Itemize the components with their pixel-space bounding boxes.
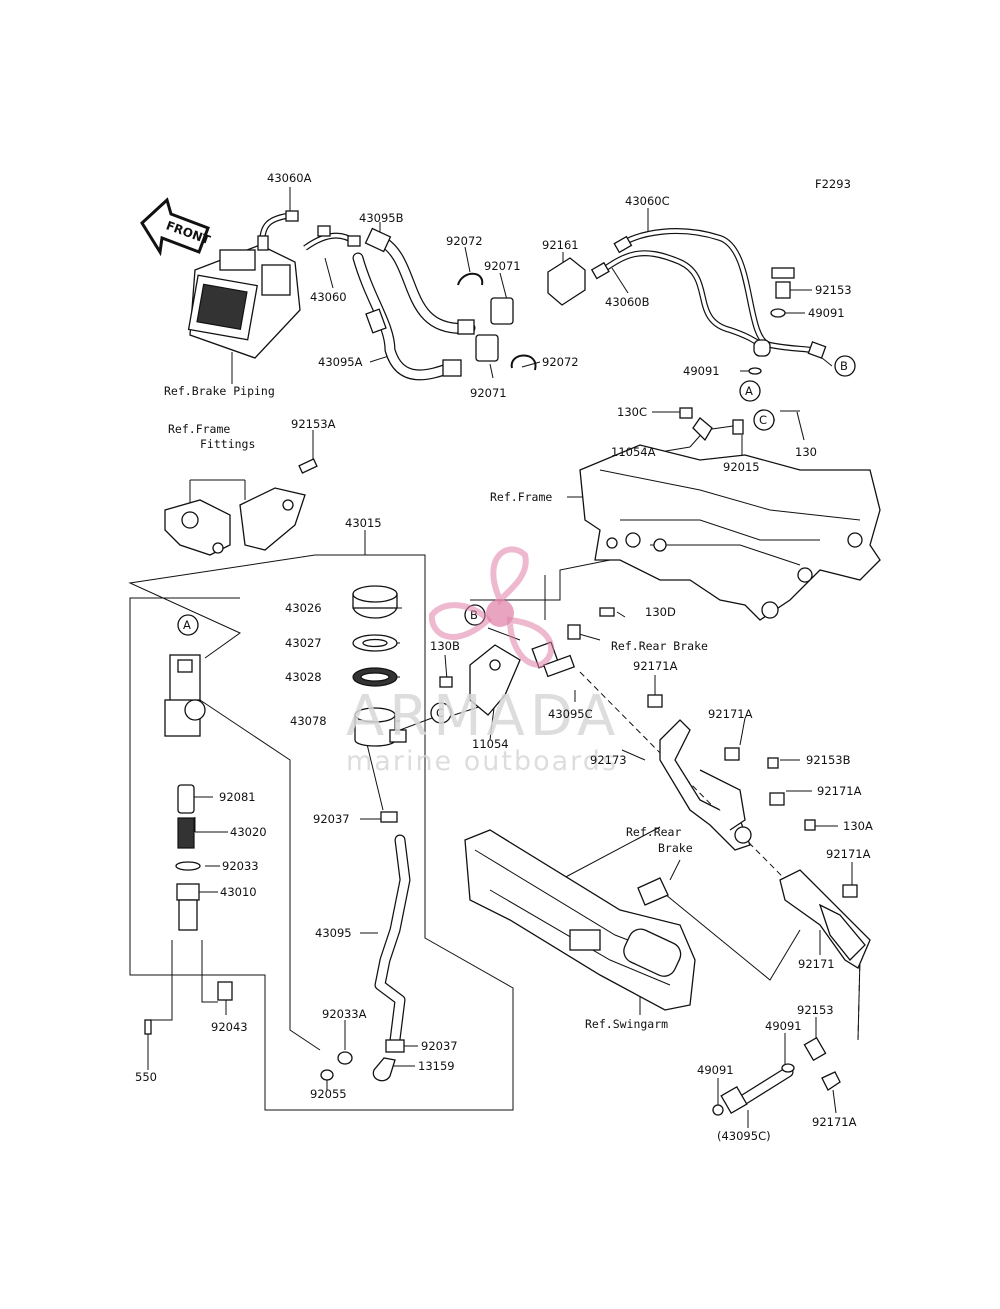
part-43027: 43027: [285, 636, 322, 650]
ref-brake-piping: Ref.Brake Piping: [164, 384, 275, 398]
part-49091-d: 49091: [697, 1063, 734, 1077]
ref-frame-fittings-2: Fittings: [200, 437, 255, 451]
part-43015: 43015: [345, 516, 382, 530]
ref-swingarm: Ref.Swingarm: [585, 1017, 668, 1031]
part-92171A-b: 92171A: [708, 707, 753, 721]
ref-rear-brake-1: Ref.Rear Brake: [611, 639, 708, 653]
ref-rear-brake-2b: Brake: [658, 841, 693, 855]
reservoir-parts: [320, 585, 411, 1082]
part-43060C: 43060C: [625, 194, 670, 208]
rear-brake-bracket: [439, 607, 615, 716]
marker-c-1: [753, 409, 775, 431]
master-cylinder: [144, 654, 233, 1035]
part-49091-b: 49091: [683, 364, 720, 378]
part-43010: 43010: [220, 885, 257, 899]
part-92033: 92033: [222, 859, 259, 873]
part-92071-a: 92071: [484, 259, 521, 273]
marker-c-2: [430, 702, 452, 724]
labels: F2293 Ref.Brake Piping Ref.Frame Fitting…: [135, 171, 873, 1143]
part-92072-a: 92072: [446, 234, 483, 248]
part-11054: 11054: [472, 737, 509, 751]
frame-fittings: [164, 458, 318, 556]
part-43095C: 43095C: [548, 707, 593, 721]
part-92171A-c: 92171A: [817, 784, 862, 798]
watermark-tagline: marine outboards: [346, 746, 618, 777]
part-130B: 130B: [430, 639, 460, 653]
part-92153-b: 92153: [797, 1003, 834, 1017]
marker-a-1-label: A: [183, 618, 191, 632]
marker-a-2: [739, 380, 761, 402]
ref-frame: Ref.Frame: [490, 490, 552, 504]
part-43060B: 43060B: [605, 295, 650, 309]
part-92171A-a: 92171A: [633, 659, 678, 673]
part-11054A: 11054A: [611, 445, 656, 459]
part-92081: 92081: [219, 790, 256, 804]
marker-c-1-label: C: [759, 413, 767, 427]
upper-brake-hoses: [259, 212, 822, 381]
part-43095C-paren: (43095C): [717, 1129, 771, 1143]
part-550: 550: [135, 1070, 157, 1084]
part-92153A: 92153A: [291, 417, 336, 431]
brake-pedal: [647, 694, 871, 969]
part-49091-c: 49091: [765, 1019, 802, 1033]
part-13159: 13159: [418, 1059, 455, 1073]
part-92033A: 92033A: [322, 1007, 367, 1021]
part-43078: 43078: [290, 714, 327, 728]
part-92015: 92015: [723, 460, 760, 474]
part-43020: 43020: [230, 825, 267, 839]
ref-rear-brake-2a: Ref.Rear: [626, 825, 681, 839]
part-130D: 130D: [645, 605, 676, 619]
part-92171A-e: 92171A: [812, 1115, 857, 1129]
part-130C: 130C: [617, 405, 647, 419]
part-130: 130: [795, 445, 817, 459]
part-92037-a: 92037: [313, 812, 350, 826]
part-92055: 92055: [310, 1087, 347, 1101]
part-92071-b: 92071: [470, 386, 507, 400]
part-92153B: 92153B: [806, 753, 851, 767]
marker-c-2-label: C: [436, 706, 444, 720]
marker-a-2-label: A: [745, 384, 753, 398]
hose-fittings: [347, 227, 827, 377]
part-92043: 92043: [211, 1020, 248, 1034]
watermark-brand: ARMADA: [346, 684, 620, 749]
part-92072-b: 92072: [542, 355, 579, 369]
frame-reference: [579, 407, 881, 621]
watermark-logo: [428, 546, 555, 669]
diagram-code: F2293: [815, 177, 851, 191]
abs-unit: [187, 210, 331, 359]
watermark: ARMADA marine outboards: [346, 546, 620, 777]
part-130A: 130A: [843, 819, 873, 833]
rear-brake-hose: [470, 559, 861, 1116]
part-49091-a: 49091: [808, 306, 845, 320]
swingarm-reference: [464, 829, 696, 1011]
part-43095B: 43095B: [359, 211, 404, 225]
part-92173: 92173: [590, 753, 627, 767]
part-43028: 43028: [285, 670, 322, 684]
marker-b-1-label: B: [840, 359, 848, 373]
marker-b-1: [834, 355, 856, 377]
marker-a-1: [177, 614, 199, 636]
part-43026: 43026: [285, 601, 322, 615]
ref-frame-fittings-1: Ref.Frame: [168, 422, 230, 436]
marker-b-2-label: B: [470, 608, 478, 622]
part-43095A: 43095A: [318, 355, 363, 369]
part-92037-b: 92037: [421, 1039, 458, 1053]
front-arrow: FRONT: [140, 197, 213, 257]
part-43060: 43060: [310, 290, 347, 304]
part-92161: 92161: [542, 238, 579, 252]
part-43095: 43095: [315, 926, 352, 940]
part-43060A: 43060A: [267, 171, 312, 185]
part-92171: 92171: [798, 957, 835, 971]
part-92153: 92153: [815, 283, 852, 297]
part-92171A-d: 92171A: [826, 847, 871, 861]
